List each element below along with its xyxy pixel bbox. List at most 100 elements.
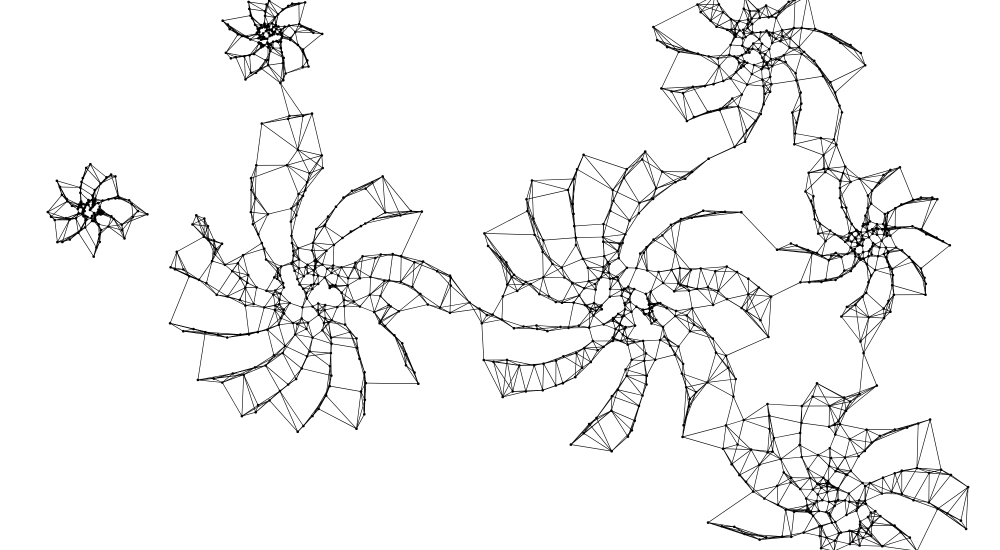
mesh-edge [780,456,802,460]
center-cluster-vertex [684,386,688,389]
left-center-cluster-vertex [355,346,359,350]
far-left-cluster-vertex [90,214,94,218]
mesh-edge [825,260,830,280]
mesh-edge [629,301,632,312]
mesh-edge [624,325,636,330]
left-center-cluster-vertex [296,322,299,326]
left-center-cluster-vertex [239,333,242,336]
mesh-edge [782,36,790,48]
mesh-edge [197,373,233,381]
center-cluster-vertex [647,314,651,317]
mesh-edge [624,304,632,313]
mesh-edge [818,233,835,235]
top-right-cluster-vertex [766,61,769,64]
mesh-edge [257,307,265,333]
mesh-edge [839,180,851,183]
mesh-edge [821,526,827,538]
mesh-edge [823,168,844,174]
mesh-edge [303,267,306,277]
mesh-edge [344,299,354,302]
left-center-cluster-vertex [314,267,317,270]
mesh-edge [279,275,285,288]
mesh-edge [671,267,680,271]
mesh-edge [294,323,298,335]
mesh-edge [814,218,831,231]
left-center-cluster-vertex [305,327,308,331]
mesh-edge [854,256,856,267]
center-cluster-vertex [616,388,619,392]
mesh-edge [647,270,659,273]
mesh-edge [682,363,687,388]
mesh-edge [224,263,238,266]
mesh-edge [812,515,820,527]
mesh-edge [850,178,860,183]
center-cluster-vertex [607,271,611,274]
mesh-edge [611,436,629,452]
left-center-cluster-vertex [168,322,172,325]
center-cluster-vertex [622,287,626,291]
mesh-edge [628,267,637,287]
mesh-edge [775,0,796,18]
center-cluster-vertex [629,292,632,296]
mesh-edge [836,112,843,145]
mesh-edge [856,524,861,535]
mesh-edge [928,469,942,503]
mesh-edge [715,352,736,380]
left-center-cluster-vertex [196,378,200,382]
top-right-cluster-vertex [760,42,764,46]
mesh-edge [587,267,590,282]
center-cluster-vertex [643,150,647,153]
top-left-cluster-vertex [257,36,261,40]
left-center-cluster-vertex [306,321,310,325]
top-left-cluster-vertex [259,23,263,27]
mesh-edge [578,311,591,326]
mesh-edge [587,266,604,268]
mesh-edge [213,367,256,379]
mesh-edge [98,224,100,242]
mesh-edge [688,290,693,309]
top-right-cluster-vertex [769,57,773,61]
left-center-cluster-vertex [175,250,179,254]
mesh-edge [117,195,132,205]
mesh-edge [278,322,293,326]
center-cluster-vertex [661,325,665,329]
top-right-cluster-vertex [706,110,710,114]
top-right-cluster-vertex [725,105,728,109]
mesh-edge [808,172,814,197]
mesh-edge [655,319,664,328]
left-center-cluster-vertex [223,263,227,267]
mesh-edge [830,82,843,113]
mesh-edge [312,337,332,344]
mesh-edge [803,515,814,533]
mesh-edge [631,359,645,362]
top-right-cluster-vertex [652,25,655,29]
mesh-edge [439,285,451,308]
far-left-cluster-vertex [84,219,87,222]
center-cluster-vertex [663,335,666,338]
left-center-cluster-vertex [277,323,281,327]
mesh-edge [682,398,691,437]
mesh-edge [680,211,726,220]
left-center-cluster-vertex [363,371,366,374]
center-cluster-vertex [699,267,702,270]
mesh-edge [795,73,801,93]
mesh-edge [828,256,842,261]
mesh-edge [280,82,290,116]
mesh-edge [849,223,852,234]
mesh-edge [801,53,820,70]
left-center-cluster-vertex [296,430,300,434]
top-left-cluster-vertex [234,55,238,59]
center-cluster-vertex [621,333,625,336]
mesh-edge [222,382,243,417]
mesh-edge [601,277,611,279]
mesh-edge [654,304,667,309]
mesh-edge [627,337,644,342]
mesh-edge [865,292,884,309]
mesh-edge [47,211,67,219]
mesh-edge [916,467,942,470]
mesh-edge [511,276,524,285]
mesh-edge [662,224,672,236]
mesh-edge [820,526,823,549]
mesh-edge [807,454,819,470]
mesh-edge [840,42,866,66]
